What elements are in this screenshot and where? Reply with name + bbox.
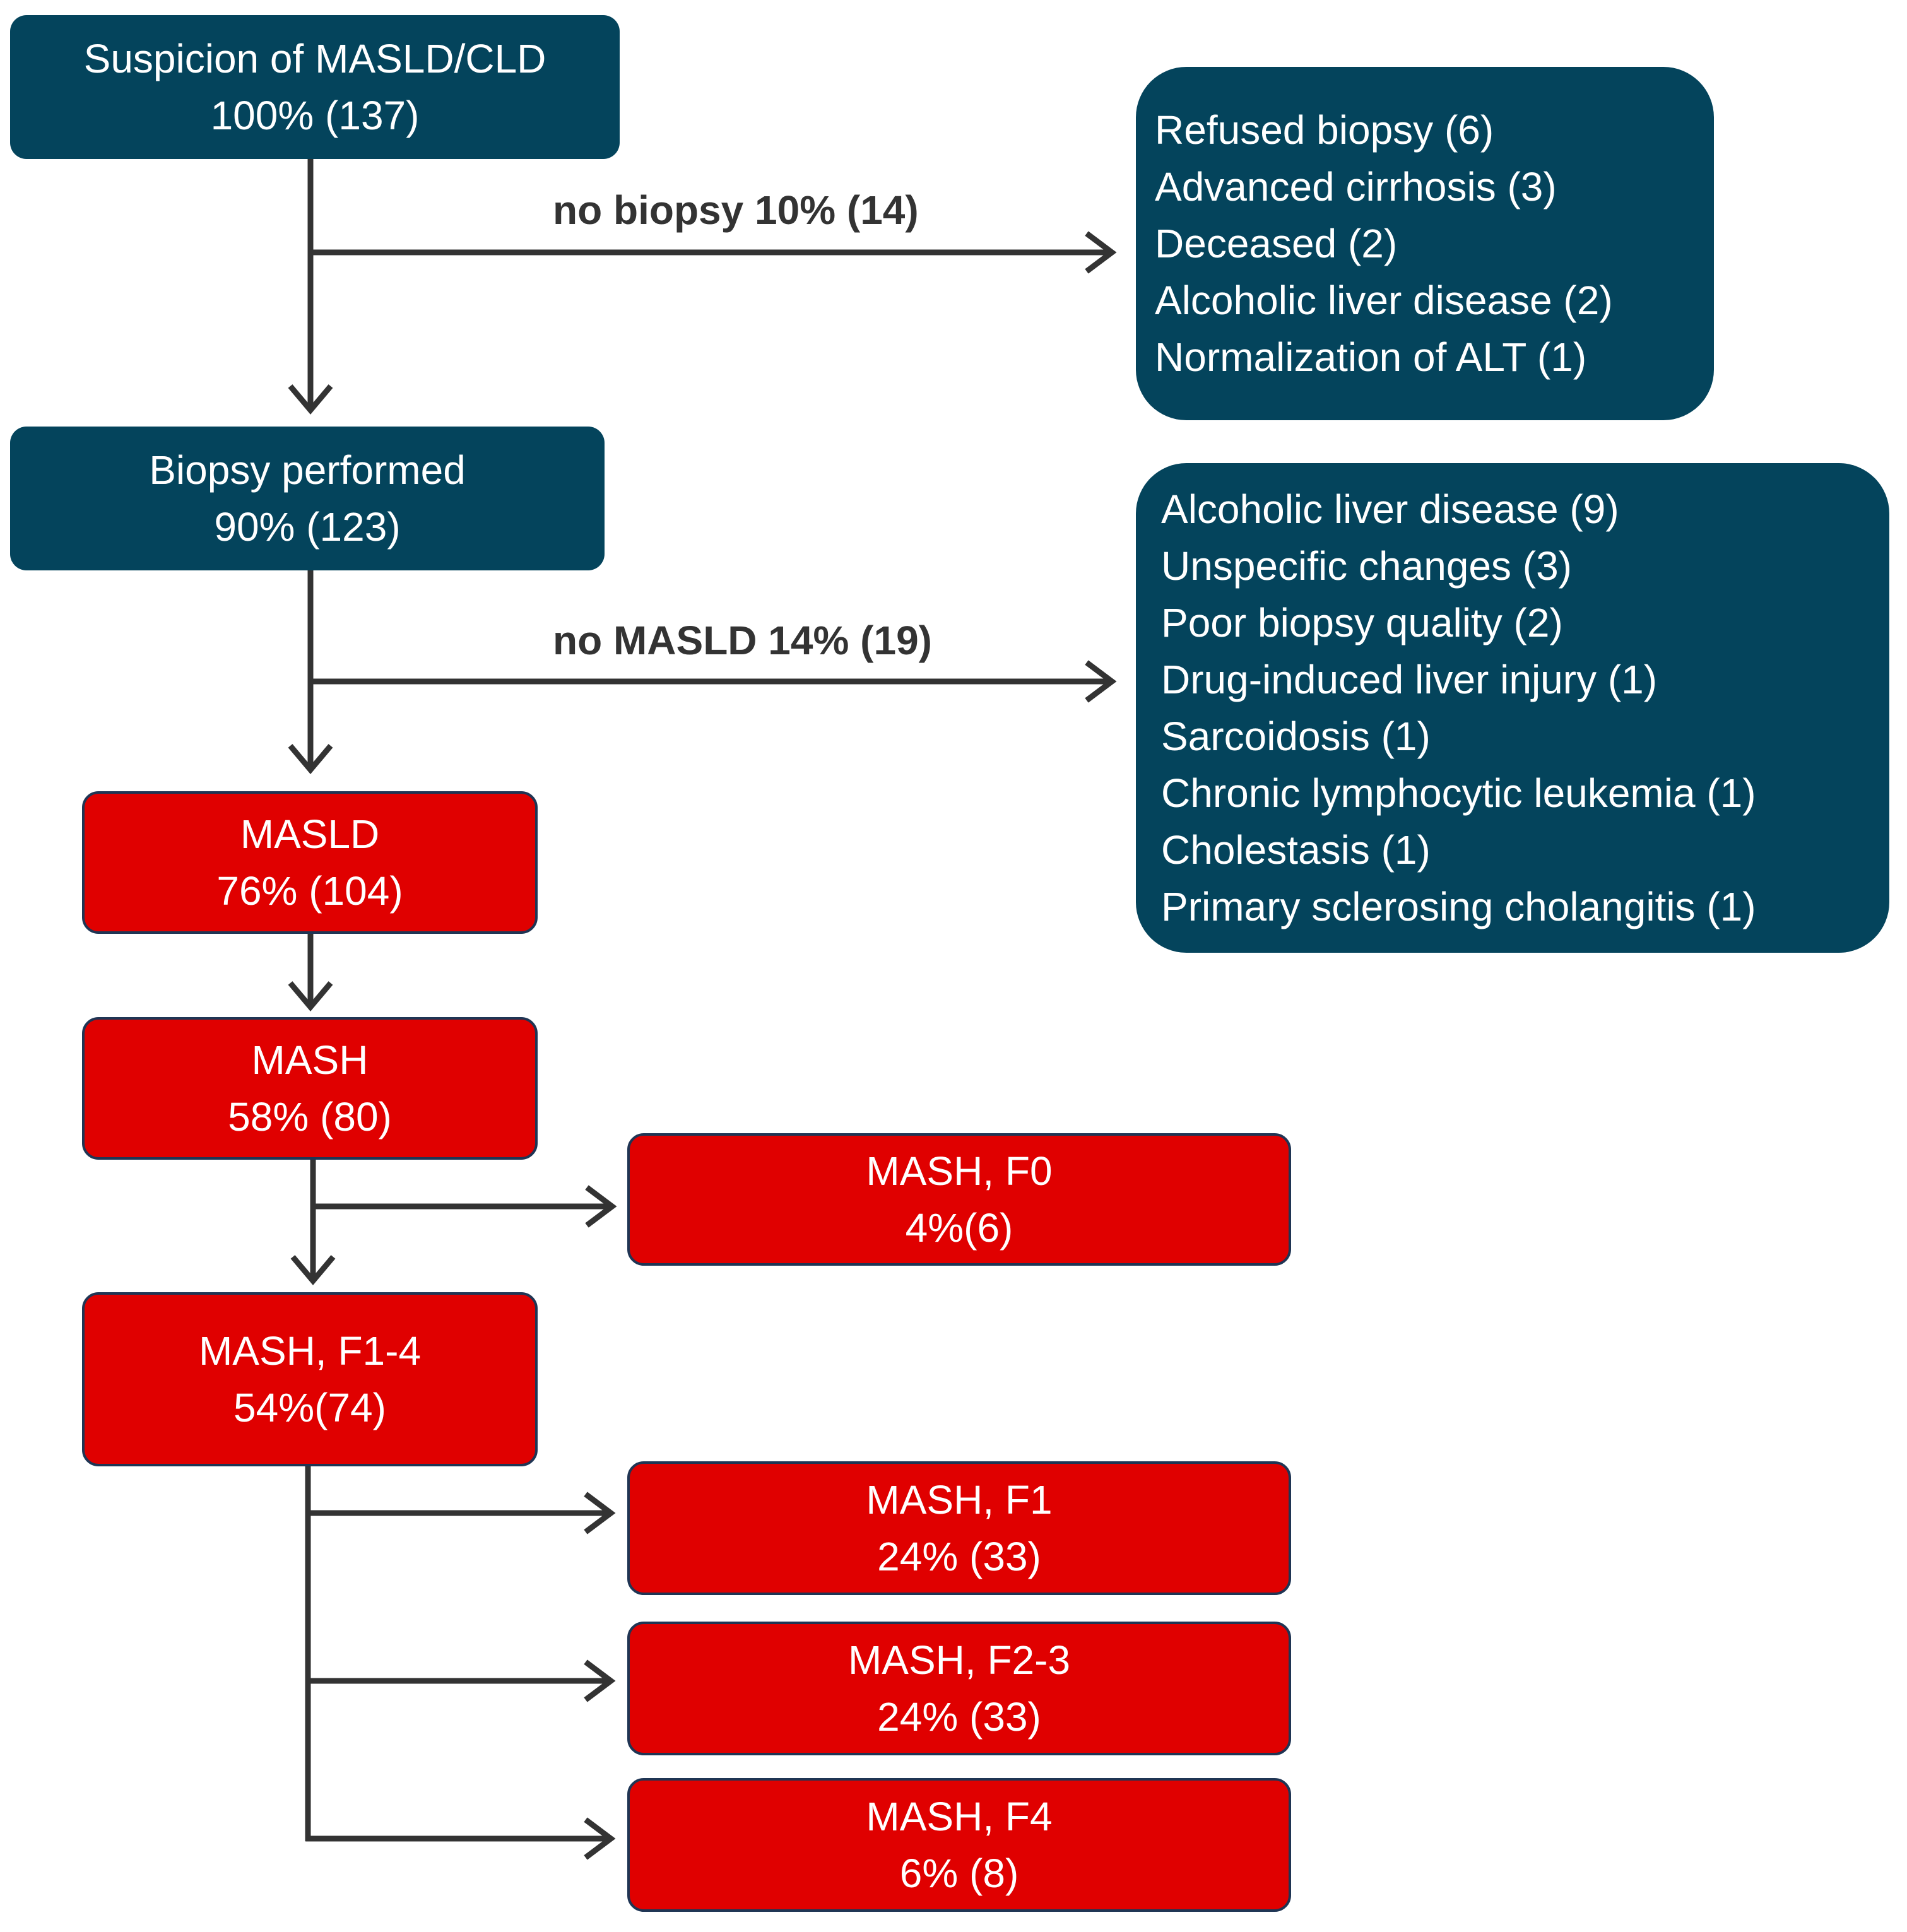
no-masld-reason: Chronic lymphocytic leukemia (1) xyxy=(1161,770,1756,816)
arrowhead-biopsy-to-masld xyxy=(288,744,333,774)
mash-f2-3-value: 24% (33) xyxy=(877,1694,1041,1740)
mash-f1-4-value: 54%(74) xyxy=(233,1385,386,1430)
mash-f2-3-title: MASH, F2-3 xyxy=(847,1637,1071,1683)
mash-f1-4-title: MASH, F1-4 xyxy=(198,1328,422,1374)
arrowhead-to-f1 xyxy=(584,1492,616,1534)
biopsy-value: 90% (123) xyxy=(214,504,401,550)
mash-f1-4-box: MASH, F1-4 54%(74) xyxy=(82,1292,538,1466)
suspicion-box: Suspicion of MASLD/CLD 100% (137) xyxy=(10,15,620,159)
masld-value: 76% (104) xyxy=(216,868,403,914)
mash-f0-box: MASH, F0 4%(6) xyxy=(627,1133,1291,1266)
mash-title: MASH xyxy=(251,1037,369,1083)
suspicion-title: Suspicion of MASLD/CLD xyxy=(83,36,546,81)
no-masld-reason: Alcoholic liver disease (9) xyxy=(1161,486,1619,532)
arrowhead-no-masld xyxy=(1085,660,1117,703)
suspicion-value: 100% (137) xyxy=(210,93,420,138)
no-biopsy-label: no biopsy 10% (14) xyxy=(553,187,919,233)
no-biopsy-reason: Normalization of ALT (1) xyxy=(1155,334,1587,380)
masld-title: MASLD xyxy=(240,811,380,857)
no-masld-reason: Cholestasis (1) xyxy=(1161,827,1431,873)
mash-f1-title: MASH, F1 xyxy=(866,1477,1053,1523)
no-biopsy-reason: Deceased (2) xyxy=(1155,221,1398,266)
biopsy-title: Biopsy performed xyxy=(149,447,466,493)
biopsy-box: Biopsy performed 90% (123) xyxy=(10,427,605,570)
masld-box: MASLD 76% (104) xyxy=(82,791,538,934)
mash-f1-value: 24% (33) xyxy=(877,1534,1041,1579)
mash-f0-value: 4%(6) xyxy=(905,1205,1013,1251)
no-biopsy-reason: Alcoholic liver disease (2) xyxy=(1155,278,1613,323)
mash-f4-value: 6% (8) xyxy=(899,1851,1019,1896)
mash-f4-title: MASH, F4 xyxy=(866,1794,1053,1839)
no-masld-reason: Drug-induced liver injury (1) xyxy=(1161,657,1658,702)
no-masld-reason: Poor biopsy quality (2) xyxy=(1161,600,1563,645)
no-masld-reason: Sarcoidosis (1) xyxy=(1161,714,1431,759)
mash-f0-title: MASH, F0 xyxy=(866,1148,1053,1194)
arrowhead-to-f2-3 xyxy=(584,1659,616,1702)
arrowhead-masld-to-mash xyxy=(288,981,333,1011)
mash-value: 58% (80) xyxy=(228,1094,392,1140)
arrowhead-suspicion-to-biopsy xyxy=(288,384,333,415)
no-masld-reason: Primary sclerosing cholangitis (1) xyxy=(1161,884,1756,929)
no-masld-reasons-box: Alcoholic liver disease (9) Unspecific c… xyxy=(1136,463,1889,953)
mash-f2-3-box: MASH, F2-3 24% (33) xyxy=(627,1622,1291,1755)
arrowhead-mash-to-f0 xyxy=(585,1185,617,1228)
no-biopsy-reason: Advanced cirrhosis (3) xyxy=(1155,164,1557,209)
arrowhead-mash-to-f1-4 xyxy=(290,1255,336,1285)
arrowhead-to-f4 xyxy=(584,1817,616,1860)
no-biopsy-reason: Refused biopsy (6) xyxy=(1155,107,1494,153)
no-biopsy-reasons-box: Refused biopsy (6) Advanced cirrhosis (3… xyxy=(1136,67,1714,420)
no-masld-label: no MASLD 14% (19) xyxy=(553,618,932,663)
mash-f1-box: MASH, F1 24% (33) xyxy=(627,1461,1291,1595)
mash-box: MASH 58% (80) xyxy=(82,1017,538,1160)
mash-f4-box: MASH, F4 6% (8) xyxy=(627,1778,1291,1912)
arrowhead-no-biopsy xyxy=(1085,231,1117,274)
no-masld-reason: Unspecific changes (3) xyxy=(1161,543,1572,589)
